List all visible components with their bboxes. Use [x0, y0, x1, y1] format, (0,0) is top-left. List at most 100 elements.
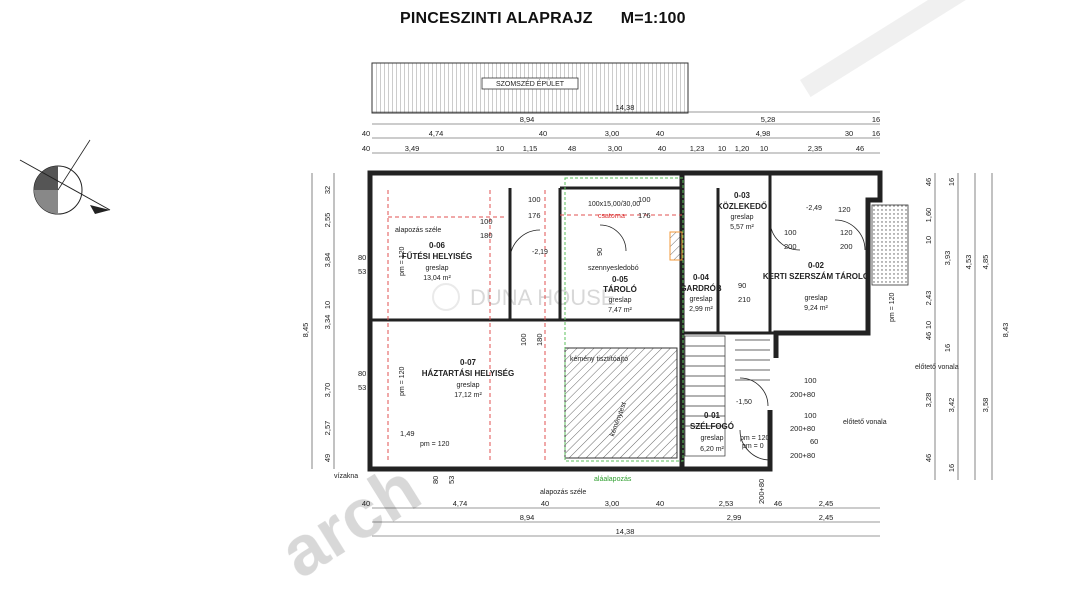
room-0-04: 0-04 GARDRÓB greslap 2,99 m² — [680, 273, 722, 313]
room-code: 0-02 — [808, 261, 825, 270]
room-code: 0-03 — [734, 191, 751, 200]
room-code: 0-01 — [704, 411, 721, 420]
dim-top: 10 — [496, 144, 504, 153]
dim-right: 3,93 — [943, 251, 952, 266]
level: -2,49 — [806, 205, 822, 212]
room-area: 7,47 m² — [608, 307, 632, 314]
dim-right-total: 8,43 — [1001, 323, 1010, 338]
door-dim: 100 — [480, 217, 493, 226]
dim-top: 3,00 — [605, 129, 620, 138]
dim-bottom: 2,53 — [719, 499, 734, 508]
room-code: 0-05 — [612, 275, 629, 284]
note-alapozas-szele: alapozás széle — [395, 227, 441, 234]
dim-top: 5,28 — [761, 115, 776, 124]
dim-top: 4,74 — [429, 129, 444, 138]
room-area: 6,20 m² — [700, 446, 724, 453]
door-dim: 80 — [431, 476, 440, 484]
dim-left-window: 80 — [358, 253, 366, 262]
watermark-text: DUNA HOUSE — [470, 285, 615, 310]
note-alapozas-szele-bottom: alapozás széle — [540, 489, 586, 496]
room-0-02: 0-02 KERTI SZERSZÁM TÁROLÓ greslap 9,24 … — [763, 261, 869, 312]
door-dim: 120 — [840, 228, 853, 237]
note-eloteto-1: előtető vonala — [915, 364, 959, 371]
dim-bottom: 2,45 — [819, 499, 834, 508]
underpinning-outline — [564, 177, 684, 462]
room-0-03: 0-03 KÖZLEKEDŐ greslap 5,57 m² — [717, 191, 767, 231]
dim-top: 40 — [539, 129, 547, 138]
dim-top: 16 — [872, 115, 880, 124]
dim-top: 3,00 — [608, 144, 623, 153]
dim-top: 40 — [362, 129, 370, 138]
door-dim: 200 — [784, 242, 797, 251]
door-dim: 100 — [519, 333, 528, 346]
dim-left: 10 — [323, 301, 332, 309]
dim-top: 3,49 — [405, 144, 420, 153]
dim-left-total: 8,45 — [301, 323, 310, 338]
dim-right: 3,28 — [924, 393, 933, 408]
bottom-dimensions: 40 4,74 40 3,00 40 2,53 46 2,45 8,94 2,9… — [362, 499, 833, 536]
room-name: FŰTÉSI HELYISÉG — [402, 252, 472, 261]
note-kemeny: kémény tisztítóajtó — [570, 356, 628, 363]
door-dim: 90 — [738, 281, 746, 290]
note-eloteto-2: előtető vonala — [843, 419, 887, 426]
door-dim: 200+80 — [790, 451, 815, 460]
foundation-edge-lines — [387, 190, 682, 460]
north-arrow — [19, 139, 111, 215]
room-finish: greslap — [426, 265, 449, 272]
dim-top: 40 — [656, 129, 664, 138]
room-code: 0-07 — [460, 358, 477, 367]
dim-bottom: 3,00 — [605, 499, 620, 508]
dim-left-window: 80 — [358, 369, 366, 378]
door-dim: 90 — [595, 248, 604, 256]
dim-top: 1,23 — [690, 144, 705, 153]
note-pm: pm = 120 — [399, 247, 406, 276]
dim-right: 2,43 — [924, 291, 933, 306]
room-area: 13,04 m² — [423, 275, 451, 282]
right-dimension-lines — [934, 173, 993, 480]
dim-right: 46 — [924, 332, 933, 340]
dim-right: 3,58 — [981, 398, 990, 413]
room-0-01: 0-01 SZÉLFOGÓ greslap 6,20 m² — [690, 411, 734, 453]
dim-left: 3,34 — [323, 315, 332, 330]
dim-left-window: 53 — [358, 383, 366, 392]
dim-left: 2,55 — [323, 213, 332, 228]
dim-right: 16 — [947, 464, 956, 472]
dim-bottom: 46 — [774, 499, 782, 508]
dim-left: 49 — [323, 454, 332, 462]
room-area: 9,24 m² — [804, 305, 828, 312]
dim-right: 16 — [943, 344, 952, 352]
left-dimensions: 8,45 32 2,55 3,84 10 3,34 3,70 2,57 49 8… — [301, 186, 366, 462]
door-dim: 200+80 — [790, 390, 815, 399]
dim-bottom: 2,45 — [819, 513, 834, 522]
dim-bottom: 4,74 — [453, 499, 468, 508]
room-finish: greslap — [731, 214, 754, 221]
dim-top: 1,20 — [735, 144, 750, 153]
room-name: HÁZTARTÁSI HELYISÉG — [422, 369, 514, 378]
room-name: KÖZLEKEDŐ — [717, 202, 767, 211]
dim-right: 46 — [924, 454, 933, 462]
door-swings — [509, 219, 866, 461]
dim-bottom: 40 — [656, 499, 664, 508]
level: -1,50 — [736, 399, 752, 406]
door-dim: 100 — [784, 228, 797, 237]
bottom-dimension-lines — [372, 507, 880, 537]
door-dim: 100 — [804, 411, 817, 420]
dim-left: 2,57 — [323, 421, 332, 436]
door-dim: 200+80 — [790, 424, 815, 433]
dim-bottom-total: 14,38 — [616, 527, 635, 536]
room-code: 0-06 — [429, 241, 446, 250]
dim-left-window: 53 — [358, 267, 366, 276]
left-dimension-lines — [311, 173, 335, 469]
note-szennyesledobo: szennyesledobó — [588, 265, 639, 272]
dim-left: 32 — [323, 186, 332, 194]
dim-left: 3,70 — [323, 383, 332, 398]
room-name: SZÉLFOGÓ — [690, 422, 734, 431]
room-name: TÁROLÓ — [603, 285, 637, 294]
dim-right: 1,60 — [924, 208, 933, 223]
scale-text: M=1:100 — [620, 10, 686, 27]
right-dimensions: 46 1,60 10 3,93 2,43 10 46 16 3,28 46 16… — [924, 178, 1010, 472]
door-dim: 60 — [810, 437, 818, 446]
door-dimensions: 100 180 100 176 100 176 100 200 120 200 … — [400, 195, 853, 504]
door-dim: 200 — [840, 242, 853, 251]
